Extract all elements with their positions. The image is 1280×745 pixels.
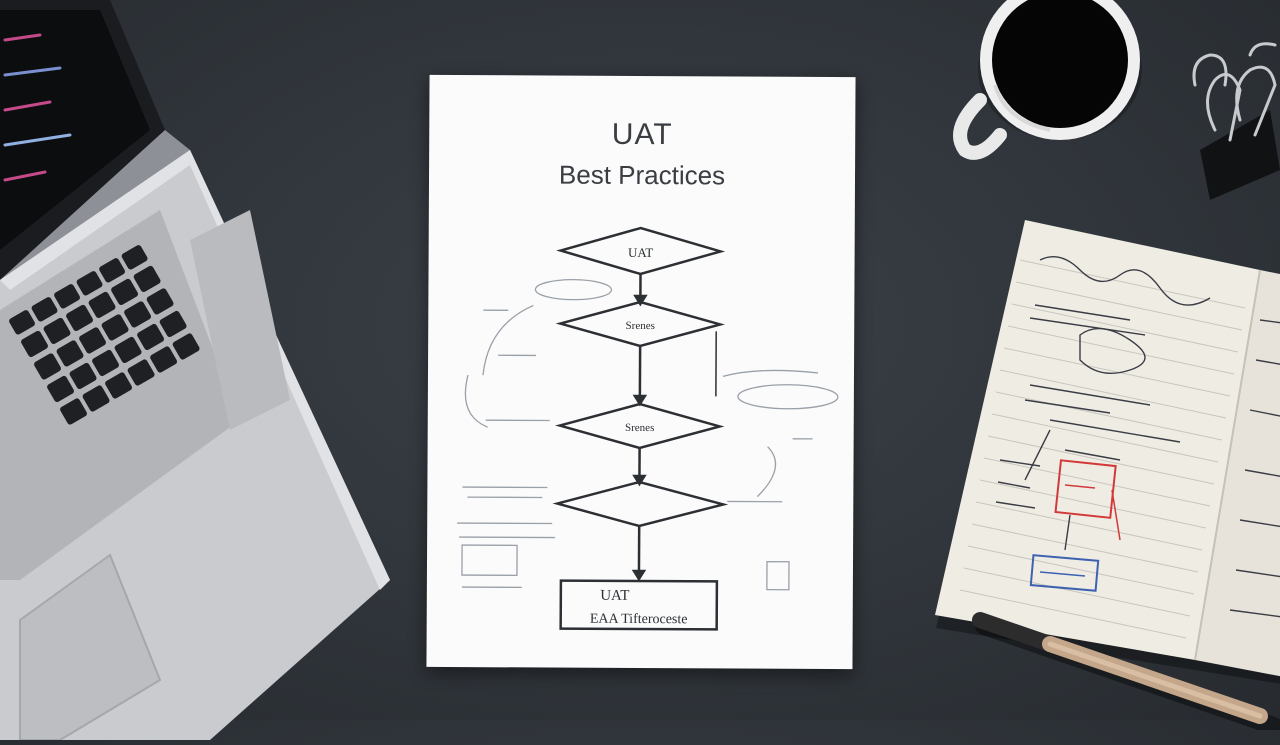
flow-end-line-2: EAA Tifteroceste xyxy=(590,612,688,628)
flow-decision-3-label: Srenes xyxy=(625,422,654,434)
flow-decision-1-label: UAT xyxy=(628,245,653,260)
coffee-cup xyxy=(940,0,1180,170)
flow-end-line-1: UAT xyxy=(600,588,629,604)
laptop xyxy=(0,0,400,740)
flow-decision-2-label: Srenes xyxy=(626,320,655,332)
binder-clips xyxy=(1180,40,1280,200)
flowchart: UAT Srenes Srenes UAT EAA Tifteroceste xyxy=(426,75,855,669)
uat-document: UAT Best Practices xyxy=(426,75,855,669)
pen xyxy=(960,600,1280,730)
